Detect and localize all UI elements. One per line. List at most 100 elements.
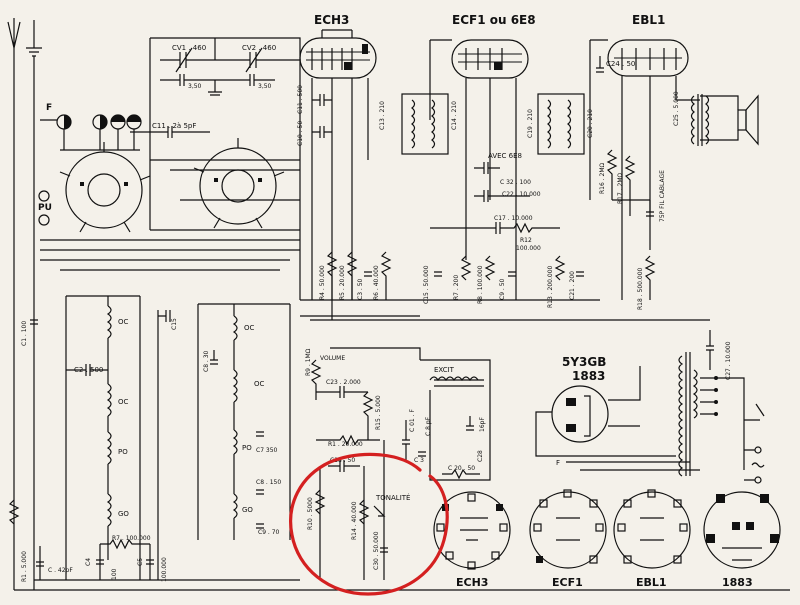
svg-text:ECF1: ECF1: [552, 576, 583, 589]
svg-text:C15: C15: [171, 318, 178, 330]
svg-text:R12: R12: [520, 237, 532, 244]
svg-text:C5: C5: [137, 558, 144, 566]
svg-text:OC: OC: [118, 318, 129, 326]
svg-text:R1 . 20.000: R1 . 20.000: [328, 441, 363, 448]
coil-group-right: OC OC PO GO: [232, 315, 265, 519]
svg-text:R7 . 100.000: R7 . 100.000: [112, 535, 151, 542]
svg-text:C 8 pF: C 8 pF: [425, 416, 432, 436]
svg-text:C27 . 10.000: C27 . 10.000: [725, 341, 732, 380]
svg-text:R9 . 1MΩ: R9 . 1MΩ: [305, 348, 312, 376]
svg-text:C22 . 10.000: C22 . 10.000: [502, 191, 541, 198]
svg-text:C9 . 50: C9 . 50: [499, 278, 506, 300]
excit-choke: EXCIT: [429, 366, 484, 387]
svg-text:R10 . 5000: R10 . 5000: [307, 497, 314, 530]
svg-text:EXCIT: EXCIT: [434, 366, 455, 374]
svg-text:C2 . 500: C2 . 500: [74, 366, 103, 374]
svg-text:C9 . 70: C9 . 70: [258, 529, 280, 536]
mains-switch[interactable]: [755, 403, 765, 417]
svg-text:C19 . 210: C19 . 210: [527, 109, 534, 138]
svg-text:OC: OC: [244, 324, 255, 332]
waveband-switch-1: [59, 142, 151, 233]
if-transformer-1: C13 . 210 C14 . 210: [379, 93, 458, 155]
svg-text:C25 . 5.000: C25 . 5.000: [673, 91, 680, 126]
selector-knobs: [56, 114, 142, 130]
svg-text:R18 . 500.000: R18 . 500.000: [637, 267, 644, 310]
socket-ecf1: ECF1: [529, 489, 607, 589]
svg-text:C20 . 210: C20 . 210: [587, 109, 594, 138]
svg-text:ECH3: ECH3: [314, 13, 349, 27]
svg-text:GO: GO: [118, 510, 129, 518]
svg-text:OC: OC: [254, 380, 265, 388]
svg-text:C21 . 200: C21 . 200: [569, 271, 576, 300]
svg-text:R17 . 2MΩ: R17 . 2MΩ: [617, 172, 624, 204]
svg-text:EBL1: EBL1: [636, 576, 667, 589]
coil-group-left: OC OC PO GO: [106, 305, 129, 527]
mains-plug[interactable]: [751, 446, 765, 484]
svg-text:C14 . 210: C14 . 210: [451, 101, 458, 130]
svg-text:C24 . 50: C24 . 50: [606, 60, 635, 68]
antenna-symbol: [7, 18, 21, 49]
svg-text:C11 . 2à 5pF: C11 . 2à 5pF: [152, 122, 196, 130]
variable-capacitor-cv1: CV1 . 460 3,50: [160, 44, 206, 90]
svg-text:F: F: [556, 459, 560, 467]
svg-text:CV1 . 460: CV1 . 460: [172, 44, 206, 52]
svg-text:C18 . 50: C18 . 50: [330, 457, 355, 464]
svg-text:C 3: C 3: [414, 457, 424, 464]
svg-text:3,50: 3,50: [188, 83, 202, 90]
svg-text:OC: OC: [118, 398, 129, 406]
svg-text:C15 . 50.000: C15 . 50.000: [423, 265, 430, 304]
svg-text:5Y3GB: 5Y3GB: [562, 355, 606, 369]
svg-text:ECH3: ECH3: [456, 576, 488, 589]
svg-text:TONALITÉ: TONALITÉ: [375, 493, 410, 502]
svg-text:1883: 1883: [722, 576, 753, 589]
svg-text:100.000: 100.000: [161, 557, 168, 582]
pu-jack: [38, 190, 50, 226]
svg-text:C10 . 50: C10 . 50: [297, 121, 304, 146]
svg-text:C 20 . 50: C 20 . 50: [448, 465, 475, 472]
svg-text:R4 . 50.000: R4 . 50.000: [319, 265, 326, 300]
svg-text:100.000: 100.000: [516, 245, 541, 252]
svg-text:F: F: [46, 103, 52, 113]
svg-text:C11 . 500: C11 . 500: [297, 85, 304, 114]
svg-text:EBL1: EBL1: [632, 13, 665, 27]
svg-text:C23 . 2.000: C23 . 2.000: [326, 379, 361, 386]
svg-text:R14 . 40.000: R14 . 40.000: [351, 501, 358, 540]
svg-text:C . 42pF: C . 42pF: [48, 567, 73, 574]
svg-text:R7 . 200: R7 . 200: [453, 275, 460, 300]
svg-text:1883: 1883: [572, 369, 605, 383]
svg-text:C1 . 100: C1 . 100: [21, 321, 28, 346]
resistor-row: R4 . 50.000 R5 . 20.000 C3 . 50 R6 . 40.…: [319, 251, 656, 310]
svg-text:C30 . 50.000: C30 . 50.000: [373, 531, 380, 570]
svg-text:C8 . 30: C8 . 30: [203, 350, 210, 372]
svg-text:C28: C28: [477, 450, 484, 462]
svg-text:3,50: 3,50: [258, 83, 272, 90]
svg-text:C8 . 150: C8 . 150: [256, 479, 281, 486]
svg-text:R6 . 40.000: R6 . 40.000: [373, 265, 380, 300]
red-annotation-circle: [289, 452, 449, 596]
svg-text:AVEC 6E8: AVEC 6E8: [488, 152, 522, 160]
waveband-switch-2: [193, 138, 285, 229]
tube-5y3gb: [551, 385, 609, 443]
variable-capacitor-cv2: CV2 . 460 3,50: [235, 44, 276, 90]
socket-1883: 1883: [703, 491, 781, 589]
svg-text:R13 . 200.000: R13 . 200.000: [547, 265, 554, 308]
svg-text:C4: C4: [85, 558, 92, 566]
speaker-icon: [737, 94, 759, 146]
svg-text:C 01 . F: C 01 . F: [409, 409, 416, 432]
svg-text:PU: PU: [38, 203, 52, 213]
output-transformer: [690, 94, 710, 146]
svg-text:R1 . 5.000: R1 . 5.000: [21, 551, 28, 582]
svg-text:VOLUME: VOLUME: [320, 355, 345, 362]
tube-ebl1: EBL1: [607, 13, 689, 77]
power-transformer: [678, 352, 718, 477]
svg-text:GO: GO: [242, 506, 253, 514]
socket-ebl1: EBL1: [613, 489, 691, 589]
tube-ecf1: ECF1 ou 6E8: [451, 13, 536, 79]
if-transformer-2: C19 . 210 C20 . 210: [527, 93, 594, 155]
svg-text:R5 . 20.000: R5 . 20.000: [339, 265, 346, 300]
svg-text:C17 . 10.000: C17 . 10.000: [494, 215, 533, 222]
svg-text:PO: PO: [118, 448, 128, 456]
tube-ech3: ECH3: [299, 13, 377, 79]
svg-text:PO: PO: [242, 444, 252, 452]
